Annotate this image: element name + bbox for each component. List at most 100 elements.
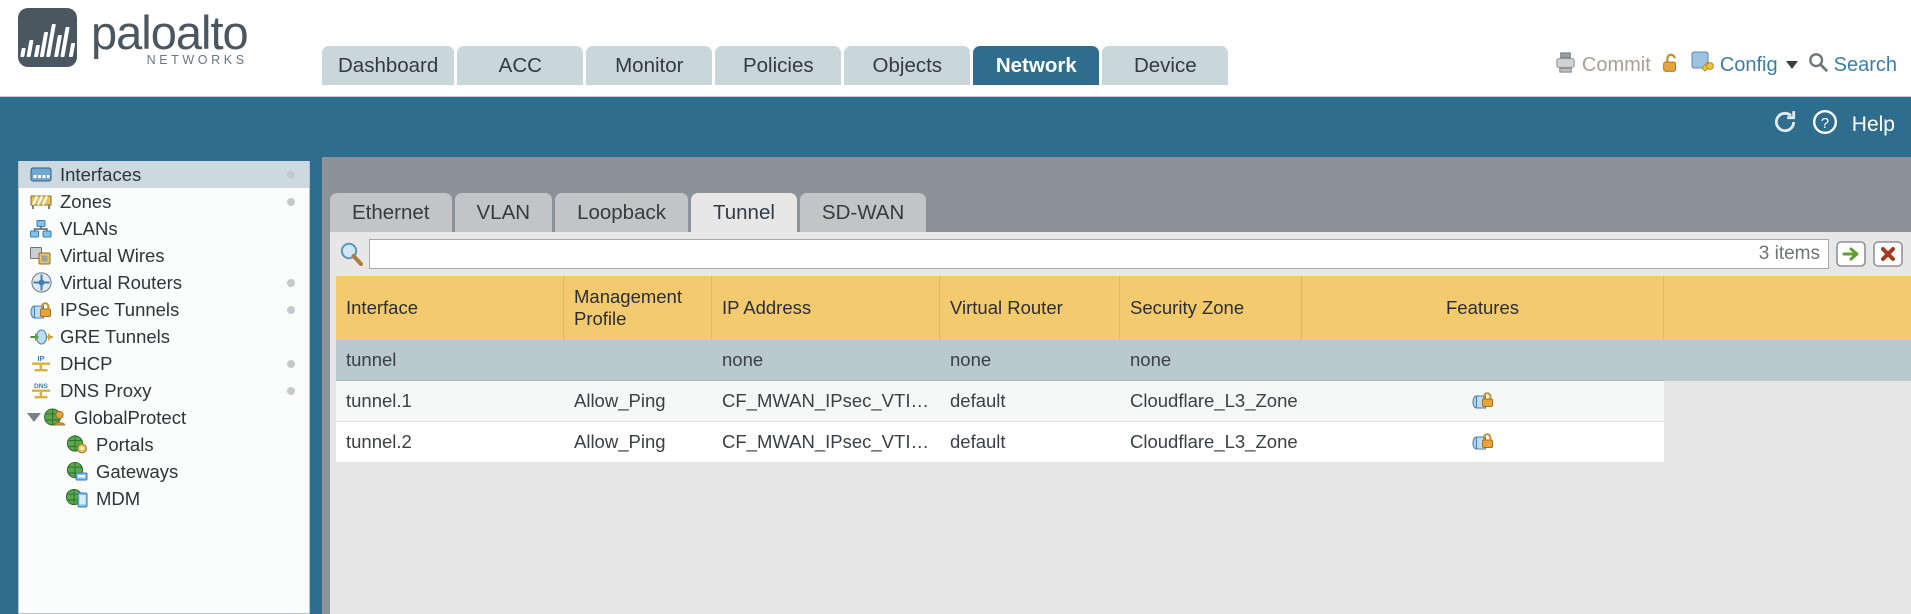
svg-text:IP: IP: [37, 354, 44, 363]
sidebar-item-label: MDM: [96, 487, 141, 509]
search-label: Search: [1833, 53, 1897, 76]
cell-features: [1302, 422, 1664, 463]
header-actions: Commit Config: [1554, 50, 1897, 80]
interfaces-icon: [29, 165, 53, 185]
tab-tunnel[interactable]: Tunnel: [690, 193, 797, 232]
sidebar-item-dns-proxy[interactable]: DNS DNS Proxy: [19, 377, 309, 404]
sidebar-item-label: Virtual Routers: [60, 271, 183, 293]
top-header: paloalto NETWORKS Dashboard ACC Monitor …: [0, 0, 1911, 97]
sidebar-item-gre-tunnels[interactable]: GRE Tunnels: [19, 323, 309, 350]
nav-tab-monitor[interactable]: Monitor: [586, 46, 713, 85]
dhcp-icon: IP: [29, 354, 53, 374]
nav-tab-device[interactable]: Device: [1102, 46, 1229, 85]
cell-features: [1302, 340, 1664, 381]
cell-management-profile: [564, 340, 712, 381]
column-header-interface[interactable]: Interface: [336, 276, 564, 340]
sidebar-item-mdm[interactable]: MDM: [19, 485, 309, 512]
column-header-features[interactable]: Features: [1302, 276, 1664, 340]
chevron-down-icon[interactable]: [27, 413, 41, 422]
config-menu[interactable]: Config: [1691, 50, 1798, 80]
lock-icon[interactable]: [1660, 51, 1682, 80]
apply-filter-icon[interactable]: [1836, 239, 1866, 269]
status-dot: [287, 360, 295, 368]
ipsec-tunnels-icon: [29, 300, 53, 320]
status-dot: [287, 198, 295, 206]
cell-virtual-router: default: [940, 381, 1120, 422]
cell-virtual-router: default: [940, 422, 1120, 463]
ipsec-lock-icon: [1472, 432, 1494, 452]
virtual-routers-icon: [29, 272, 53, 293]
sidebar-item-dhcp[interactable]: IP DHCP: [19, 350, 309, 377]
vlans-icon: [29, 219, 53, 239]
cell-security-zone: Cloudflare_L3_Zone: [1120, 381, 1302, 422]
cell-virtual-router: none: [940, 340, 1120, 381]
sidebar-item-ipsec-tunnels[interactable]: IPSec Tunnels: [19, 296, 309, 323]
commit-label: Commit: [1581, 53, 1651, 76]
search-input[interactable]: 3 items: [369, 239, 1829, 269]
nav-tab-policies[interactable]: Policies: [715, 46, 842, 85]
tab-sdwan[interactable]: SD-WAN: [799, 193, 927, 232]
sidebar-item-vlans[interactable]: VLANs: [19, 215, 309, 242]
header-filler: [1664, 276, 1911, 340]
cell-interface[interactable]: tunnel.1: [336, 381, 564, 422]
column-header-security-zone[interactable]: Security Zone: [1120, 276, 1302, 340]
main-nav-tabs: Dashboard ACC Monitor Policies Objects N…: [322, 46, 1229, 85]
tunnel-interfaces-table: Interface Management Profile IP Address …: [336, 276, 1911, 614]
help-label[interactable]: Help: [1851, 112, 1895, 136]
sidebar-item-label: DHCP: [60, 352, 113, 374]
status-dot: [287, 171, 295, 179]
tab-loopback[interactable]: Loopback: [555, 193, 688, 232]
table-header-row: Interface Management Profile IP Address …: [336, 276, 1911, 340]
cell-interface[interactable]: tunnel.2: [336, 422, 564, 463]
table-row[interactable]: tunnel.2 Allow_Ping CF_MWAN_IPsec_VTI_02…: [336, 422, 1911, 463]
sidebar-item-zones[interactable]: Zones: [19, 188, 309, 215]
tunnel-panel: 3 items Interface: [330, 232, 1911, 614]
interface-type-tabs: Ethernet VLAN Loopback Tunnel SD-WAN: [330, 193, 927, 232]
column-header-ip-address[interactable]: IP Address: [712, 276, 940, 340]
sidebar-item-gateways[interactable]: Gateways: [19, 458, 309, 485]
mdm-icon: [65, 489, 89, 509]
row-filler: [1664, 340, 1911, 381]
sidebar-item-interfaces[interactable]: Interfaces: [19, 161, 309, 188]
help-icon[interactable]: ?: [1812, 109, 1838, 140]
cell-interface[interactable]: tunnel: [336, 340, 564, 381]
dns-proxy-icon: DNS: [29, 381, 53, 401]
cell-management-profile: Allow_Ping: [564, 422, 712, 463]
table-row[interactable]: tunnel.1 Allow_Ping CF_MWAN_IPsec_VTI_01…: [336, 381, 1911, 422]
sidebar-item-label: GRE Tunnels: [60, 325, 171, 347]
band-actions: ? Help: [1772, 109, 1895, 140]
refresh-icon[interactable]: [1772, 109, 1798, 140]
nav-tab-acc[interactable]: ACC: [457, 46, 584, 85]
zones-icon: [29, 192, 53, 212]
table-row[interactable]: tunnel none none none: [336, 340, 1911, 381]
nav-tab-objects[interactable]: Objects: [844, 46, 971, 85]
status-dot: [287, 387, 295, 395]
magnifier-icon[interactable]: [338, 241, 364, 267]
commit-button[interactable]: Commit: [1554, 51, 1651, 80]
sidebar-item-label: Portals: [96, 433, 154, 455]
search-button[interactable]: Search: [1807, 51, 1897, 79]
logo-mark-icon: [18, 8, 77, 67]
sidebar-item-globalprotect[interactable]: GlobalProtect: [19, 404, 309, 431]
sidebar-item-label: GlobalProtect: [74, 406, 187, 428]
sidebar-item-label: Gateways: [96, 460, 179, 482]
clear-filter-icon[interactable]: [1873, 239, 1903, 269]
sidebar-region: Interfaces Zones VLANs Vir: [0, 157, 322, 614]
sidebar-item-portals[interactable]: Portals: [19, 431, 309, 458]
sidebar-item-virtual-wires[interactable]: Virtual Wires: [19, 242, 309, 269]
nav-tab-dashboard[interactable]: Dashboard: [322, 46, 455, 85]
column-header-virtual-router[interactable]: Virtual Router: [940, 276, 1120, 340]
tab-vlan[interactable]: VLAN: [454, 193, 553, 232]
column-header-management-profile[interactable]: Management Profile: [564, 276, 712, 340]
gre-tunnels-icon: [29, 327, 53, 347]
config-label: Config: [1719, 53, 1778, 76]
cell-ip-address: CF_MWAN_IPsec_VTI_02_...: [722, 431, 930, 452]
nav-tab-network[interactable]: Network: [973, 46, 1100, 85]
items-count: 3 items: [1758, 243, 1820, 264]
tab-ethernet[interactable]: Ethernet: [330, 193, 452, 232]
brand-name: paloalto: [91, 5, 249, 59]
sub-header-band: ? Help: [0, 97, 1911, 157]
cell-security-zone: none: [1120, 340, 1302, 381]
sidebar-item-label: Zones: [60, 190, 112, 212]
sidebar-item-virtual-routers[interactable]: Virtual Routers: [19, 269, 309, 296]
